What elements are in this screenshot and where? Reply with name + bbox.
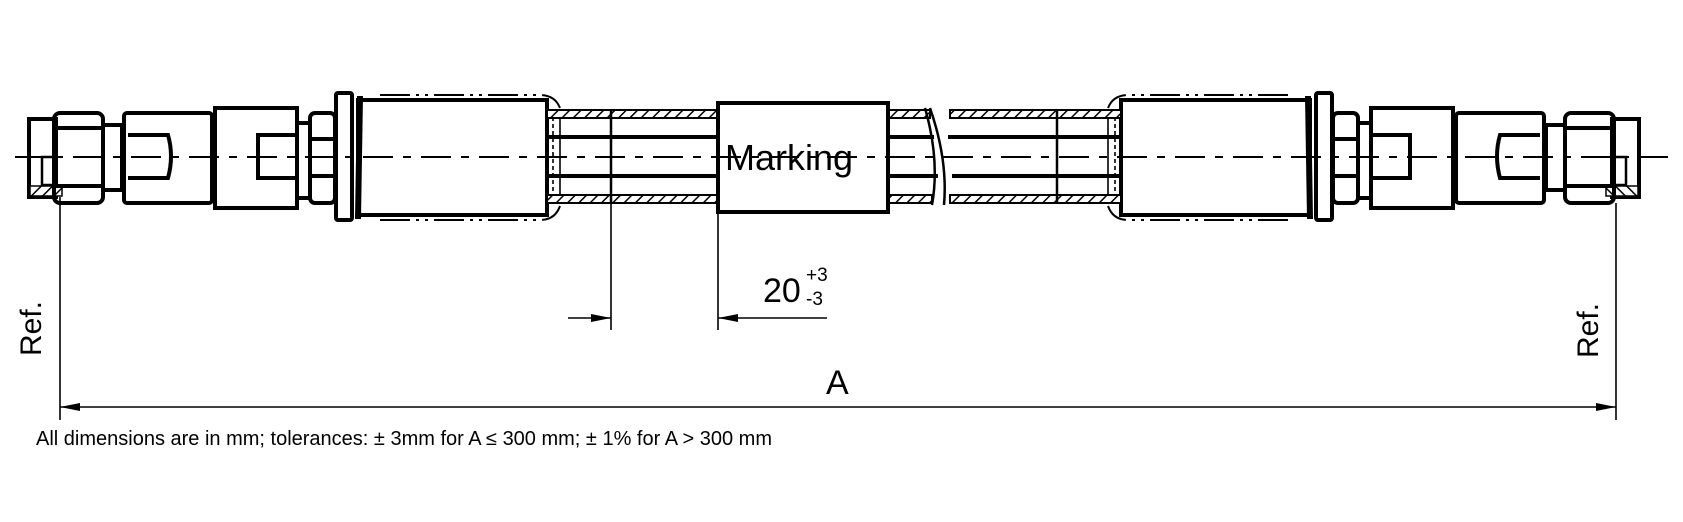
cable <box>546 107 1122 206</box>
tolerance-note: All dimensions are in mm; tolerances: ± … <box>36 428 772 450</box>
ref-right-label: Ref. <box>1572 303 1605 358</box>
dim-tol-lower: -3 <box>806 289 823 310</box>
dim-value: 20 <box>763 272 801 310</box>
overall-length-dimension: A <box>59 197 1617 420</box>
marking-position-dimension: 20 +3 -3 <box>568 203 828 330</box>
ref-left-label: Ref. <box>15 301 48 356</box>
break-line-right <box>928 107 946 206</box>
marking-label: Marking <box>725 137 853 178</box>
break-line-left <box>923 107 936 206</box>
dim-a-label: A <box>826 364 849 402</box>
dim-tol-upper: +3 <box>806 265 828 286</box>
